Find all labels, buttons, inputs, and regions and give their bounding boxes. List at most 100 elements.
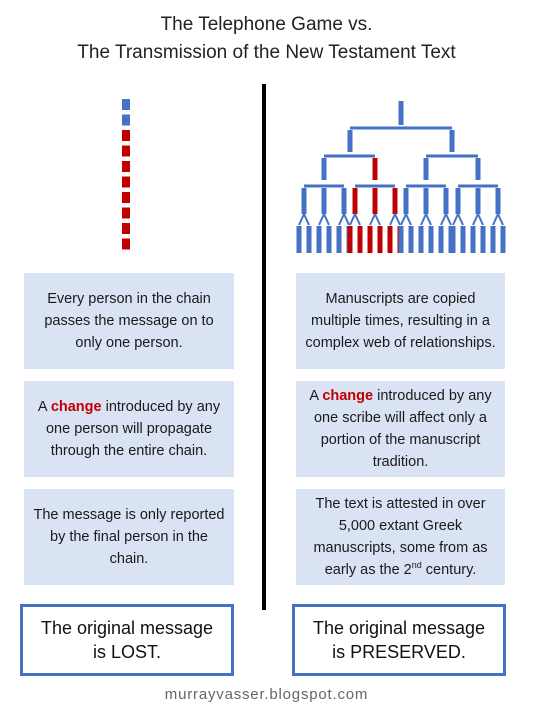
tree-node-blue: [341, 188, 347, 214]
left-box-final-person-text: The message is only reported by the fina…: [33, 507, 225, 567]
chain-node-red: [122, 130, 130, 141]
tree-edge: [338, 213, 345, 226]
tree-node-blue: [455, 188, 461, 214]
chain-node-blue: [122, 114, 130, 126]
ordinal-superscript: nd: [411, 560, 422, 571]
tree-edge: [472, 213, 479, 226]
tree-node-blue: [321, 158, 327, 180]
left-box-single-chain: Every person in the chain passes the mes…: [24, 273, 234, 369]
tree-edge: [394, 213, 401, 226]
tree-edge: [440, 213, 447, 226]
chain-node-red: [122, 145, 130, 157]
tree-node-red: [367, 226, 373, 253]
tree-edge: [405, 213, 412, 226]
right-box-change-portion: A change introduced by any one scribe wi…: [296, 381, 505, 477]
tree-edge: [374, 213, 381, 226]
tree-node-red: [392, 188, 398, 214]
tree-node-red: [377, 226, 383, 253]
tree-node-blue: [326, 226, 332, 253]
tree-node-blue: [398, 101, 404, 125]
tree-node-blue: [450, 226, 456, 253]
manuscript-tree-diagram: [296, 101, 506, 253]
tree-node-blue: [428, 226, 434, 253]
tree-edge: [477, 213, 484, 226]
right-box-complex-web-text: Manuscripts are copied multiple times, r…: [305, 291, 496, 351]
tree-node-blue: [321, 188, 327, 214]
tree-edge: [420, 213, 427, 226]
tree-node-blue: [438, 226, 444, 253]
tree-edge: [318, 213, 325, 226]
tree-node-blue: [495, 188, 501, 214]
change-highlight: change: [50, 399, 102, 415]
tree-edge: [369, 213, 376, 226]
tree-node-blue: [316, 226, 322, 253]
tree-node-blue: [408, 226, 414, 253]
chain-node-red: [122, 161, 130, 172]
tree-connector: [426, 154, 478, 158]
transmission-diagrams: [122, 99, 506, 253]
tree-connector: [458, 184, 498, 188]
tree-node-blue: [460, 226, 466, 253]
tree-edge: [445, 213, 452, 226]
tree-node-blue: [443, 188, 449, 214]
tree-node-blue: [475, 188, 481, 214]
tree-node-blue: [449, 130, 455, 152]
footer-credit: murrayvasser.blogspot.com: [164, 686, 369, 703]
left-box-final-person: The message is only reported by the fina…: [24, 489, 234, 585]
tree-node-blue: [480, 226, 486, 253]
title-line-1: The Telephone Game vs.: [160, 14, 373, 35]
telephone-chain-diagram: [122, 99, 130, 250]
tree-node-blue: [336, 226, 342, 253]
tree-edge: [497, 213, 504, 226]
tree-node-blue: [475, 158, 481, 180]
tree-node-blue: [347, 130, 353, 152]
tree-connector: [406, 184, 446, 188]
tree-node-blue: [423, 188, 429, 214]
tree-node-blue: [296, 226, 302, 253]
left-box-single-chain-text: Every person in the chain passes the mes…: [44, 291, 214, 351]
tree-edge: [425, 213, 432, 226]
chain-node-red: [122, 238, 130, 250]
chain-node-blue: [122, 99, 130, 110]
tree-connector: [355, 184, 395, 188]
tree-edge: [452, 213, 459, 226]
tree-connector: [350, 126, 452, 130]
tree-node-red: [352, 188, 358, 214]
right-box-complex-web: Manuscripts are copied multiple times, r…: [296, 273, 505, 369]
tree-node-red: [372, 158, 378, 180]
tree-node-blue: [403, 188, 409, 214]
chain-node-red: [122, 176, 130, 188]
tree-edge: [457, 213, 464, 226]
right-box-attested: The text is attested in over 5,000 extan…: [296, 489, 505, 585]
tree-edge: [492, 213, 499, 226]
tree-node-blue: [490, 226, 496, 253]
left-box-change-propagates: A change introduced by any one person wi…: [24, 381, 234, 477]
tree-node-red: [347, 226, 353, 253]
tree-edge: [400, 213, 407, 226]
tree-edge: [303, 213, 310, 226]
tree-node-blue: [500, 226, 506, 253]
tree-edge: [349, 213, 356, 226]
tree-edge: [343, 213, 350, 226]
tree-node-red: [357, 226, 363, 253]
tree-edge: [298, 213, 305, 226]
tree-connector: [324, 154, 375, 158]
chain-node-red: [122, 223, 130, 234]
tree-node-blue: [470, 226, 476, 253]
title-line-2: The Transmission of the New Testament Te…: [77, 42, 456, 63]
right-box-attested-text: The text is attested in over 5,000 extan…: [313, 496, 488, 578]
tree-node-blue: [423, 158, 429, 180]
tree-node-blue: [301, 188, 307, 214]
right-box-change-text: A change introduced by any one scribe wi…: [309, 388, 492, 470]
change-highlight: change: [322, 388, 374, 404]
tree-edge: [389, 213, 396, 226]
tree-node-blue: [306, 226, 312, 253]
tree-node-blue: [418, 226, 424, 253]
tree-edge: [323, 213, 330, 226]
tree-node-blue: [398, 226, 404, 253]
tree-edge: [354, 213, 361, 226]
